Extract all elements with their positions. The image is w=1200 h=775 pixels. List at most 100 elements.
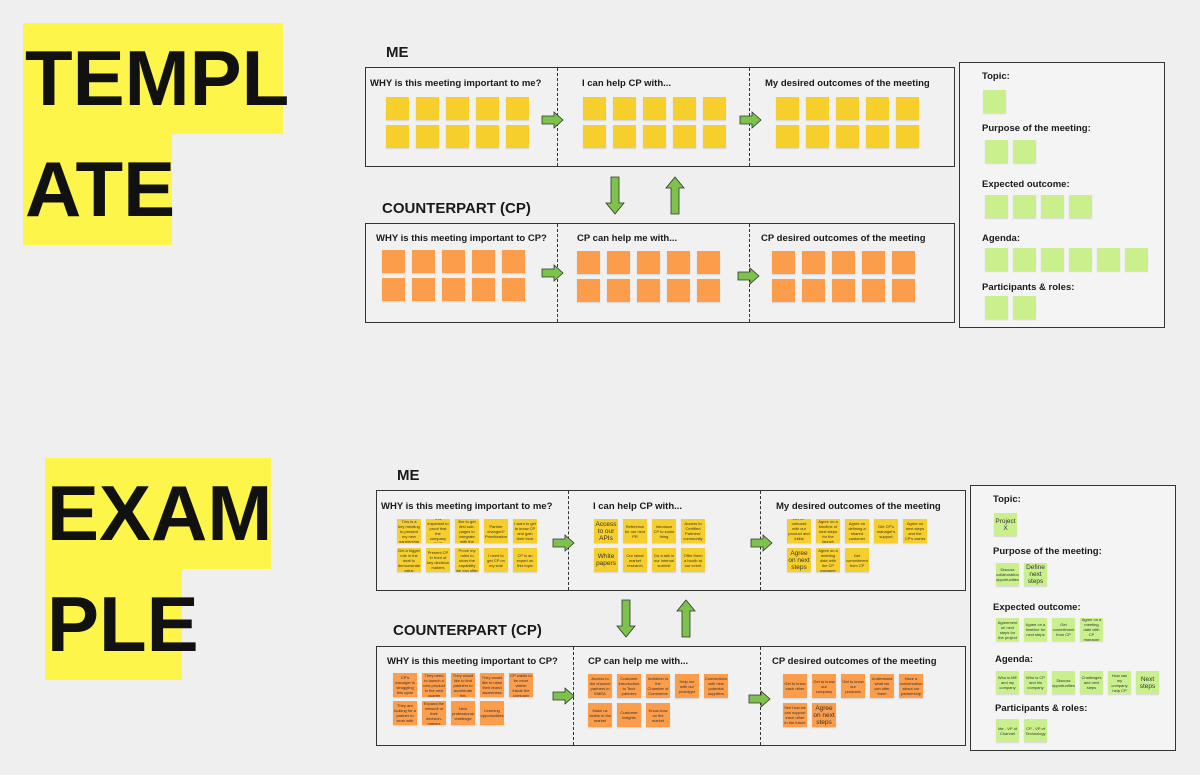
sticky-note[interactable] bbox=[806, 125, 829, 148]
sticky-note[interactable] bbox=[643, 97, 666, 120]
sticky-note[interactable]: They would like to find partners to acce… bbox=[451, 673, 475, 697]
sticky-note[interactable]: It is important to proof that the compan… bbox=[426, 519, 450, 543]
sticky-note[interactable] bbox=[637, 279, 660, 302]
sticky-note[interactable] bbox=[502, 278, 525, 301]
sticky-note[interactable]: CP's manager is struggling this cycle bbox=[393, 673, 417, 697]
sticky-note[interactable]: Agreement on next steps for the project bbox=[996, 618, 1019, 641]
sticky-note[interactable]: Access to our APIs bbox=[594, 519, 618, 543]
sticky-note[interactable]: Expand the network of their decision-mak… bbox=[422, 701, 446, 725]
sticky-note[interactable] bbox=[896, 125, 919, 148]
sticky-note[interactable]: We would like to get first sub-pages to … bbox=[455, 519, 479, 543]
sticky-note[interactable]: Access to Certified Partners' community bbox=[681, 519, 705, 543]
sticky-note[interactable] bbox=[643, 125, 666, 148]
sticky-note[interactable] bbox=[613, 125, 636, 148]
sticky-note[interactable]: Help me with our prototype bbox=[675, 674, 699, 698]
sticky-note[interactable] bbox=[382, 278, 405, 301]
sticky-note[interactable] bbox=[506, 125, 529, 148]
sticky-note[interactable]: Next steps bbox=[1136, 671, 1159, 694]
sticky-note[interactable]: They are looking for a partner to work w… bbox=[393, 701, 417, 725]
sticky-note[interactable]: Get CP onboard with our product and init… bbox=[787, 519, 811, 543]
sticky-note[interactable] bbox=[1013, 195, 1036, 218]
sticky-note[interactable] bbox=[1041, 195, 1064, 218]
sticky-note[interactable] bbox=[1013, 140, 1036, 163]
sticky-note[interactable] bbox=[386, 97, 409, 120]
sticky-note[interactable] bbox=[416, 97, 439, 120]
sticky-note[interactable]: Present CP in front of key decision make… bbox=[426, 548, 450, 572]
sticky-note[interactable] bbox=[472, 278, 495, 301]
sticky-note[interactable]: Customer introduction to Tech partners bbox=[617, 674, 641, 698]
sticky-note[interactable] bbox=[667, 279, 690, 302]
sticky-note[interactable] bbox=[772, 279, 795, 302]
sticky-note[interactable] bbox=[637, 251, 660, 274]
sticky-note[interactable]: Get to know each other bbox=[783, 674, 807, 698]
sticky-note[interactable]: Discuss opportunities bbox=[1052, 671, 1075, 694]
sticky-note[interactable] bbox=[613, 97, 636, 120]
sticky-note[interactable]: Reference for our next PR bbox=[623, 519, 647, 543]
sticky-note[interactable]: Prove my rules to show the capability we… bbox=[455, 548, 479, 572]
sticky-note[interactable] bbox=[836, 125, 859, 148]
sticky-note[interactable]: Me - VP of Channel bbox=[996, 719, 1019, 742]
sticky-note[interactable]: Agree on a timeline for next steps bbox=[1024, 618, 1047, 641]
sticky-note[interactable] bbox=[836, 97, 859, 120]
sticky-note[interactable] bbox=[472, 250, 495, 273]
sticky-note[interactable]: Agree on a timeline of next steps for th… bbox=[816, 519, 840, 543]
sticky-note[interactable]: Understand what we can offer them bbox=[870, 674, 894, 698]
sticky-note[interactable]: Get commitment from CP bbox=[845, 548, 869, 572]
sticky-note[interactable] bbox=[442, 250, 465, 273]
sticky-note[interactable] bbox=[607, 279, 630, 302]
sticky-note[interactable]: Agree on a meeting date with CP manager bbox=[1080, 618, 1103, 641]
sticky-note[interactable]: Agree on a meeting date with the CP mana… bbox=[816, 548, 840, 572]
sticky-note[interactable] bbox=[1097, 248, 1120, 271]
sticky-note[interactable]: They would like to raise their brand awa… bbox=[480, 673, 504, 697]
sticky-note[interactable] bbox=[446, 97, 469, 120]
sticky-note[interactable] bbox=[776, 97, 799, 120]
sticky-note[interactable]: Access to the channel partners in EMEA bbox=[588, 674, 612, 698]
sticky-note[interactable] bbox=[1013, 248, 1036, 271]
sticky-note[interactable]: Invitation to the Chamber of Commerce bbox=[646, 674, 670, 698]
sticky-note[interactable] bbox=[985, 296, 1008, 319]
sticky-note[interactable] bbox=[806, 97, 829, 120]
sticky-note[interactable]: Discuss collaboration opportunities bbox=[996, 563, 1019, 586]
sticky-note[interactable] bbox=[412, 250, 435, 273]
sticky-note[interactable]: Learning opportunities bbox=[480, 701, 504, 725]
sticky-note[interactable] bbox=[772, 251, 795, 274]
sticky-note[interactable] bbox=[442, 278, 465, 301]
sticky-note[interactable] bbox=[476, 125, 499, 148]
sticky-note[interactable] bbox=[985, 248, 1008, 271]
sticky-note[interactable]: CP wants to be more visible inside the c… bbox=[509, 673, 533, 697]
sticky-note[interactable] bbox=[985, 140, 1008, 163]
sticky-note[interactable]: Partner changed? Prioritization bbox=[484, 519, 508, 543]
sticky-note[interactable]: Agree on next steps bbox=[787, 548, 811, 572]
sticky-note[interactable] bbox=[386, 125, 409, 148]
sticky-note[interactable] bbox=[382, 250, 405, 273]
sticky-note[interactable] bbox=[892, 251, 915, 274]
sticky-note[interactable] bbox=[832, 279, 855, 302]
sticky-note[interactable] bbox=[1013, 296, 1036, 319]
sticky-note[interactable]: Agree on defining a shared customer bbox=[845, 519, 869, 543]
sticky-note[interactable] bbox=[412, 278, 435, 301]
sticky-note[interactable]: Have a conversation about our partnershi… bbox=[899, 674, 923, 698]
sticky-note[interactable]: Our latest market research bbox=[623, 548, 647, 572]
sticky-note[interactable] bbox=[416, 125, 439, 148]
sticky-note[interactable] bbox=[866, 97, 889, 120]
sticky-note[interactable] bbox=[862, 251, 885, 274]
sticky-note[interactable] bbox=[667, 251, 690, 274]
sticky-note[interactable] bbox=[673, 97, 696, 120]
sticky-note[interactable]: They need to launch a new product in the… bbox=[422, 673, 446, 697]
sticky-note[interactable] bbox=[1069, 248, 1092, 271]
sticky-note[interactable]: Who is ME and my company bbox=[996, 671, 1019, 694]
sticky-note[interactable] bbox=[697, 279, 720, 302]
sticky-note[interactable] bbox=[583, 125, 606, 148]
sticky-note[interactable]: Get to know our company bbox=[812, 674, 836, 698]
sticky-note[interactable] bbox=[506, 97, 529, 120]
sticky-note[interactable]: New professional challenge bbox=[451, 701, 475, 725]
sticky-note[interactable]: Go a talk in our internal summit bbox=[652, 548, 676, 572]
sticky-note[interactable]: How can my company help CP bbox=[1108, 671, 1131, 694]
sticky-note[interactable] bbox=[607, 251, 630, 274]
sticky-note[interactable]: Agree on next steps and the CP's owner bbox=[903, 519, 927, 543]
sticky-note[interactable]: This is a key meeting to present my new … bbox=[397, 519, 421, 543]
sticky-note[interactable] bbox=[1041, 248, 1064, 271]
sticky-note[interactable]: I want to get to know CP and gain their … bbox=[513, 519, 537, 543]
sticky-note[interactable] bbox=[577, 279, 600, 302]
sticky-note[interactable]: Get to know our products bbox=[841, 674, 865, 698]
